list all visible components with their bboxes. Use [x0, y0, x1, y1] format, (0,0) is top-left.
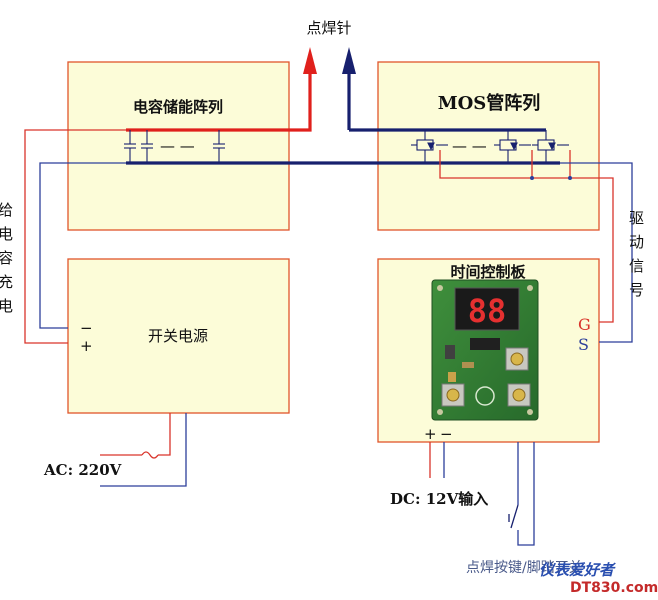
source-wire	[560, 162, 633, 343]
left-side-label: 给电容充电	[0, 202, 14, 322]
gate-junction-2	[530, 176, 534, 180]
positive-bus	[126, 72, 312, 132]
dc-plus-label: +	[424, 425, 437, 443]
right-side-label: 驱动信号	[627, 210, 645, 306]
gate-junction-3	[568, 176, 572, 180]
charge-positive-wire	[24, 129, 130, 344]
ac-live-wire-b	[158, 413, 171, 456]
dc-minus-label: −	[440, 425, 453, 443]
psu-plus-label: +	[80, 337, 93, 355]
capacitor-bank-box	[67, 61, 290, 231]
source-label: S	[578, 335, 589, 354]
seven-segment-display	[454, 287, 520, 331]
positive-electrode-arrow	[303, 47, 317, 74]
mosfet-dashes: — —	[452, 137, 487, 155]
fuse-symbol	[141, 451, 159, 459]
psu-minus-label: −	[80, 319, 93, 337]
watermark-url: DT830.com	[570, 580, 658, 596]
gate-label: G	[578, 315, 591, 334]
capacitor-group	[124, 130, 225, 163]
negative-electrode-arrow	[342, 47, 356, 74]
adjust-buttons	[441, 347, 531, 407]
mosfet-group	[411, 130, 569, 163]
ac-input-label: AC: 220V	[43, 461, 122, 479]
psu-label: 开关电源	[148, 327, 208, 345]
dc-input-label: DC: 12V输入	[390, 490, 488, 508]
mos-array-label: MOS管阵列	[438, 92, 541, 114]
gate-wire	[439, 150, 614, 323]
timer-pcb: 88	[431, 279, 539, 421]
capacitor-dashes: — —	[160, 137, 195, 155]
electrode-label: 点焊针	[306, 19, 351, 37]
timer-board-label: 时间控制板	[450, 263, 526, 281]
capacitor-bank-label: 电容储能阵列	[133, 98, 223, 116]
ac-neutral-wire	[100, 413, 187, 487]
display-digits: 88	[468, 292, 507, 330]
foot-switch-label: 点焊按键/脚踏开关	[466, 560, 583, 576]
power-supply-box	[67, 258, 290, 414]
watermark-title: 仪表爱好者	[539, 561, 616, 579]
mos-array-box	[377, 61, 600, 231]
switch-contact	[510, 504, 519, 529]
charge-negative-wire	[39, 162, 130, 329]
switch-wire-b	[517, 442, 535, 546]
